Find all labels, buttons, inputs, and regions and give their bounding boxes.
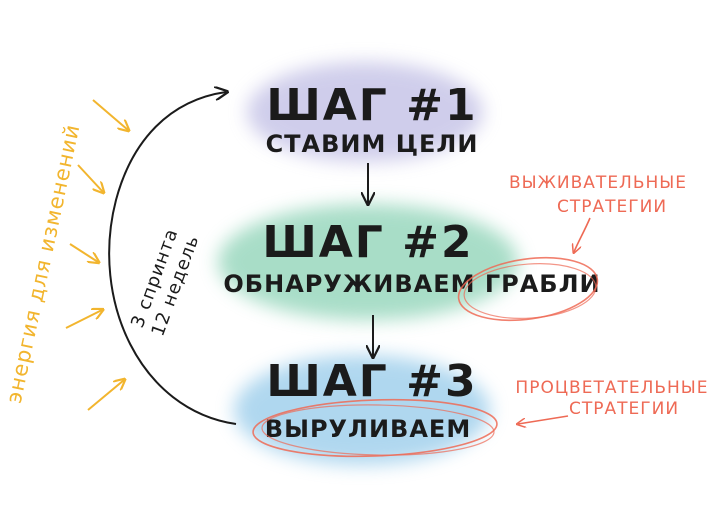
circle-steer-2 bbox=[261, 404, 495, 456]
energy-arrow-2 bbox=[77, 164, 103, 192]
step-2-subtitle: ОБНАРУЖИВАЕМ ГРАБЛИ bbox=[223, 270, 600, 298]
step-2-blob bbox=[218, 204, 518, 320]
step-1-title: ШАГ #1 bbox=[266, 80, 477, 131]
step-3-title: ШАГ #3 bbox=[266, 356, 477, 407]
step-2-title: ШАГ #2 bbox=[262, 217, 473, 268]
energy-arrow-4 bbox=[65, 310, 102, 329]
step-3-blob bbox=[234, 355, 490, 465]
energy-arrow-5 bbox=[87, 380, 124, 411]
circle-rakes-2 bbox=[463, 263, 597, 319]
step-3-subtitle: ВЫРУЛИВАЕМ bbox=[265, 415, 471, 443]
cycle-arc bbox=[108, 92, 237, 425]
step-1-blob bbox=[247, 62, 483, 162]
energy-label: энергия для изменений bbox=[2, 122, 85, 406]
energy-arrow-1 bbox=[92, 99, 128, 130]
circle-steer bbox=[252, 398, 498, 458]
step-1-subtitle: СТАВИМ ЦЕЛИ bbox=[266, 130, 479, 158]
circle-rakes bbox=[457, 256, 599, 322]
note-survival-line2: СТРАТЕГИИ bbox=[557, 197, 667, 217]
note-thriving-line2: СТРАТЕГИИ bbox=[569, 399, 679, 419]
step-1-cloud bbox=[247, 62, 483, 162]
arrow-survival bbox=[574, 217, 591, 252]
note-thriving-line1: ПРОЦВЕТАТЕЛЬНЫЕ bbox=[515, 378, 708, 398]
energy-arrows bbox=[65, 99, 128, 411]
arrow-thriving bbox=[518, 415, 569, 424]
energy-arrow-3 bbox=[69, 243, 98, 262]
note-survival-line1: ВЫЖИВАТЕЛЬНЫЕ bbox=[509, 173, 687, 193]
step-3-cloud bbox=[234, 355, 490, 465]
step-2-cloud bbox=[218, 204, 518, 320]
